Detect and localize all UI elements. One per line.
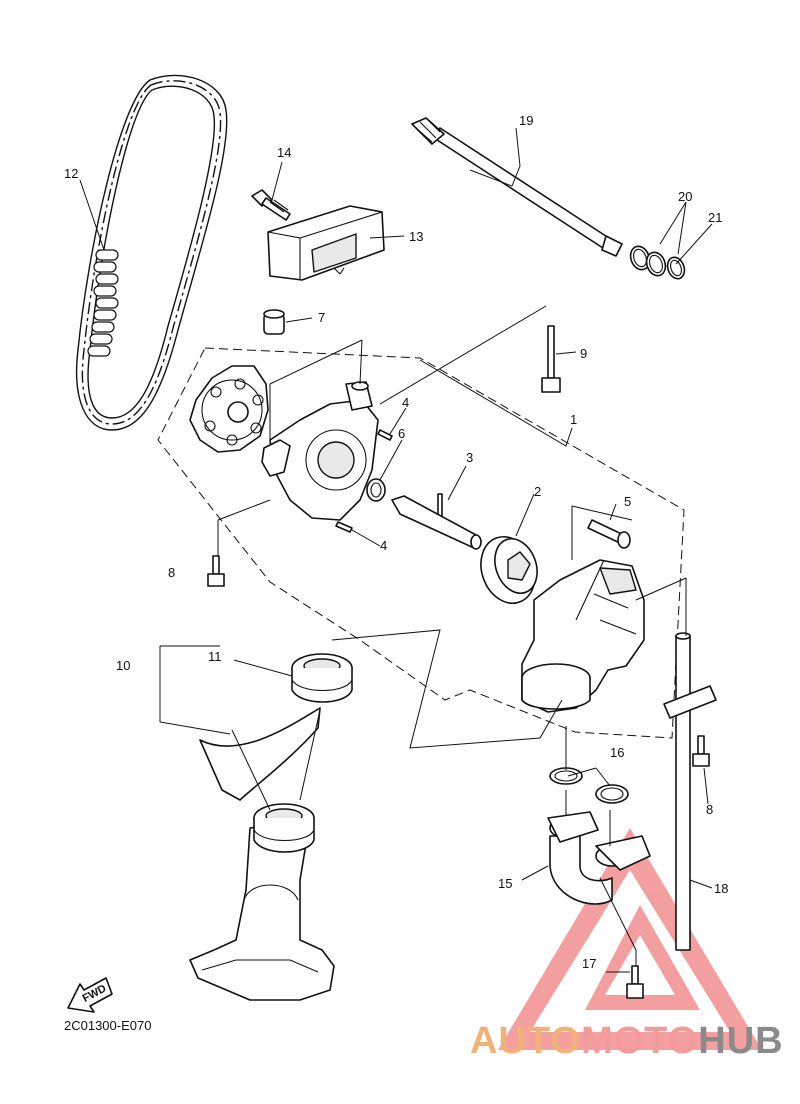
watermark-part-hub: HUB [698, 1020, 784, 1062]
watermark-part-moto: MOTO [580, 1020, 699, 1062]
callout-18: 18 [714, 881, 728, 896]
callout-13: 13 [409, 229, 423, 244]
callout-1: 1 [570, 412, 577, 427]
oil-pump-assembly-outline [157, 347, 685, 739]
diagram-code: 2C01300-E070 [64, 1018, 151, 1033]
part-11-seal-upper [291, 653, 353, 703]
part-17-bolt [626, 965, 644, 999]
part-19-shaft [411, 117, 623, 257]
part-9-bolt [541, 325, 561, 393]
part-4-dowel-pin-upper [377, 429, 393, 441]
callout-14: 14 [277, 145, 291, 160]
callout-19: 19 [519, 113, 533, 128]
callout-16: 16 [610, 745, 624, 760]
part-20-o-rings [629, 245, 667, 277]
callout-20: 20 [678, 189, 692, 204]
part-6-o-ring [366, 478, 386, 502]
leader-lines [79, 127, 713, 973]
callout-2: 2 [534, 484, 541, 499]
callout-21: 21 [708, 210, 722, 225]
callout-5: 5 [624, 494, 631, 509]
watermark-brand: AUTOMOTOHUB [470, 1020, 784, 1063]
callout-labels: 19 20 21 14 13 12 7 9 4 1 6 3 2 5 4 8 10… [64, 113, 728, 971]
callout-9: 9 [580, 346, 587, 361]
part-8-bolt-left [207, 555, 225, 587]
callout-12: 12 [64, 166, 78, 181]
callout-4-upper: 4 [402, 395, 409, 410]
part-10-oil-strainer [189, 707, 335, 1001]
oil-pump-housing [261, 381, 379, 521]
pump-inner-shaft [391, 495, 482, 550]
callout-6: 6 [398, 426, 405, 441]
callout-4-lower: 4 [380, 538, 387, 553]
part-15-elbow-pipe [547, 811, 651, 905]
callout-3: 3 [466, 450, 473, 465]
part-16-o-rings [549, 767, 629, 804]
callout-8-left: 8 [168, 565, 175, 580]
part-18-pipe [663, 632, 717, 951]
callout-10: 10 [116, 658, 130, 673]
part-2-rotor [480, 536, 538, 604]
part-14-bolt [251, 189, 291, 221]
callout-7: 7 [318, 310, 325, 325]
callout-15: 15 [498, 876, 512, 891]
part-11-seal-lower [253, 803, 315, 853]
part-12-chain [75, 74, 228, 431]
callout-11: 11 [208, 649, 222, 664]
part-7-collar [263, 309, 285, 335]
watermark-part-auto: AUTO [470, 1020, 581, 1062]
fwd-arrow-icon: FWD [67, 977, 113, 1013]
part-13-chain-guide [267, 205, 385, 281]
oil-pump-cover [521, 559, 645, 713]
part-21-o-ring [666, 256, 686, 280]
callout-8-right: 8 [706, 802, 713, 817]
watermark-logo-triangle [498, 828, 762, 1050]
part-5-bolt [587, 519, 631, 549]
callout-17: 17 [582, 956, 596, 971]
part-8-bolt-right [692, 735, 710, 767]
part-4-dowel-pin-lower [335, 521, 353, 533]
oil-pump-sprocket [189, 365, 269, 453]
